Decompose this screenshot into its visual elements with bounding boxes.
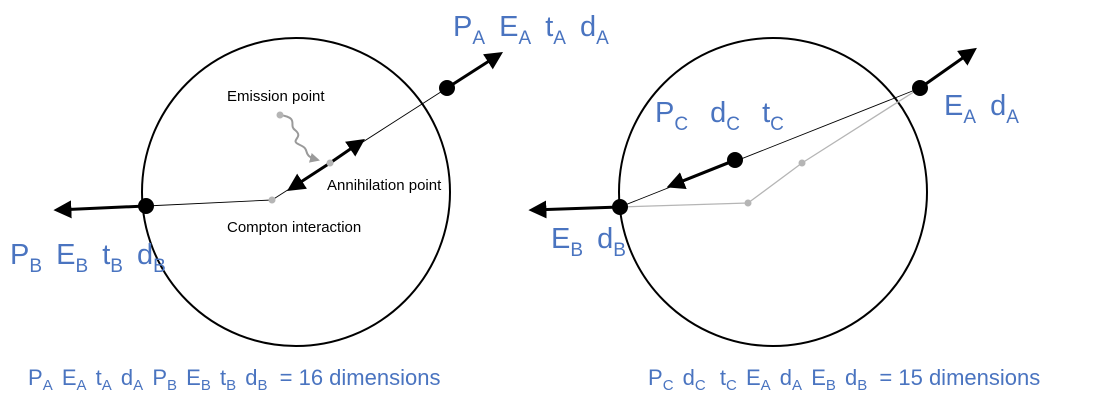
left-detector-ring [141,37,451,347]
right-detector-ring [618,37,928,347]
annihilation-point-label: Annihilation point [327,177,442,194]
formula-left: PA EA tA dA PB EB tB dB = 16 dimensions [28,365,440,394]
left-arrow-b [53,200,147,219]
right-label-b: EB dB [551,223,626,263]
left-label-b: PB EB tB dB [10,239,166,279]
left-arrow-a [446,52,504,90]
formula-right: PC dC tC EA dA EB dB = 15 dimensions [648,365,1040,394]
right-arrow-a [919,47,977,90]
right-gray-path-3 [619,202,749,208]
left-detector-hit-a [439,80,455,96]
left-photon-arrow-down [286,161,331,191]
compton-interaction-label: Compton interaction [227,219,361,236]
right-gray-point-1 [798,159,806,167]
right-detector-hit-b [612,199,628,215]
left-positron-path [279,114,320,163]
right-gray-path-2 [747,162,803,204]
right-diagram: PC dC tC EA dA EB dB [528,37,1019,347]
left-compton-point [268,196,276,204]
left-detector-hit-b [138,198,154,214]
left-label-a: PA EA tA dA [453,11,609,51]
right-gray-path-1 [801,87,921,164]
right-label-a: EA dA [944,90,1019,130]
right-arrow-c [666,158,736,190]
right-gray-point-2 [744,199,752,207]
emission-point-label: Emission point [227,88,325,105]
left-annihilation-point [326,159,334,167]
left-photon-arrow-up [329,138,365,165]
right-point-c [727,152,743,168]
right-label-c: PC dC tC [655,97,784,137]
left-diagram: Emission point Annihilation point Compto… [10,11,609,347]
right-arrow-b [528,200,621,219]
left-scatter-path [145,199,273,207]
left-emission-point [276,111,284,119]
right-detector-hit-a [912,80,928,96]
